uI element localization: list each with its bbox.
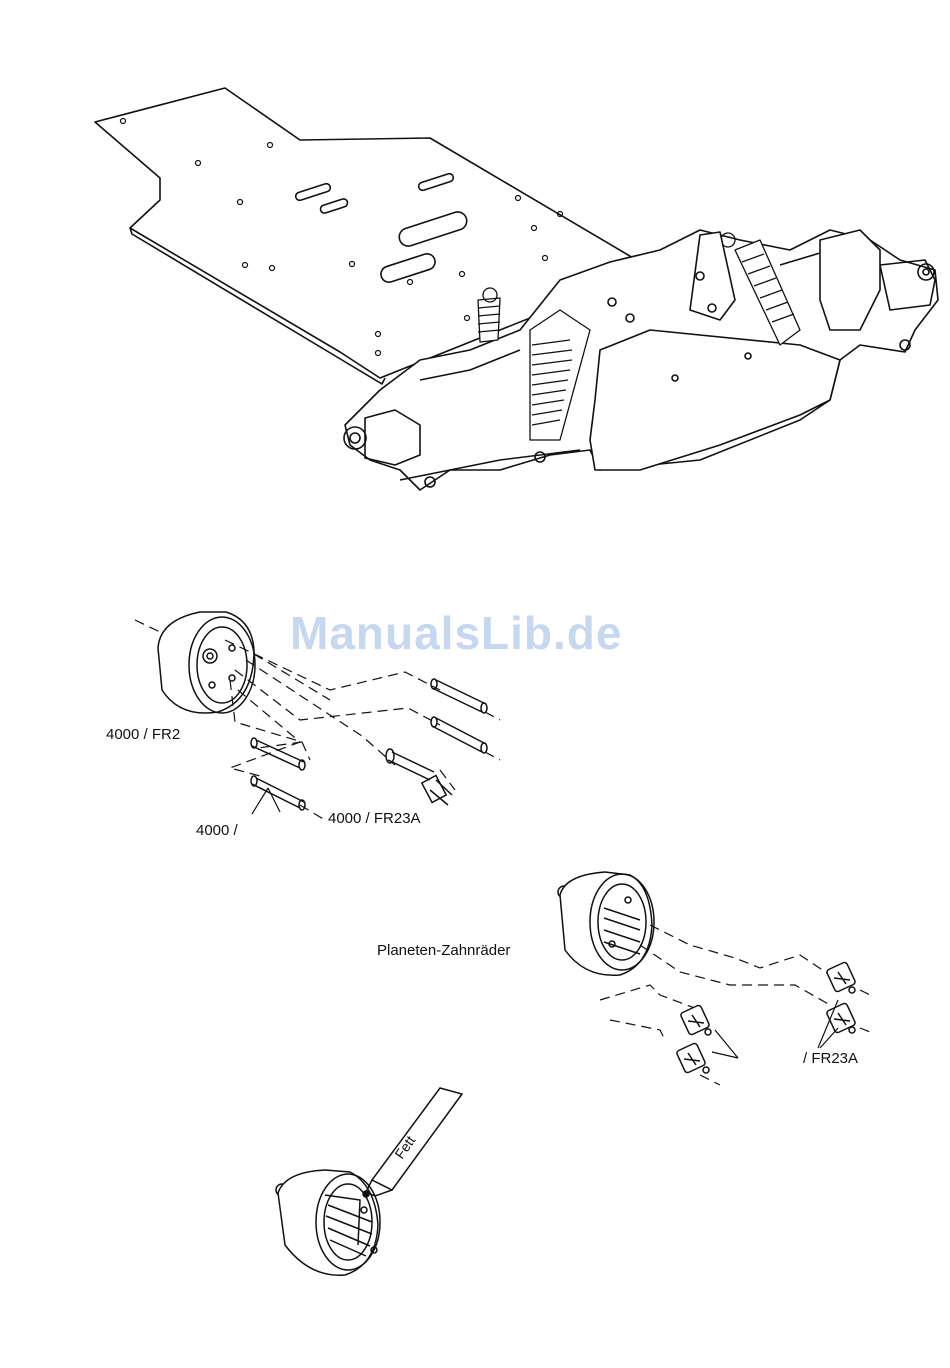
label-pin-parts: 4000 / (196, 822, 238, 839)
caption-planet-gears: Planeten-Zahnräder (377, 942, 510, 959)
label-housing-part: 4000 / FR2 (106, 726, 180, 743)
label-shaft-part: 4000 / FR23A (328, 810, 421, 827)
chassis-illustration (0, 0, 950, 520)
label-gear-parts: / FR23A (803, 1050, 858, 1067)
watermark-text: ManualsLib.de (290, 606, 622, 660)
grease-tube-text: Fett (391, 1133, 418, 1162)
